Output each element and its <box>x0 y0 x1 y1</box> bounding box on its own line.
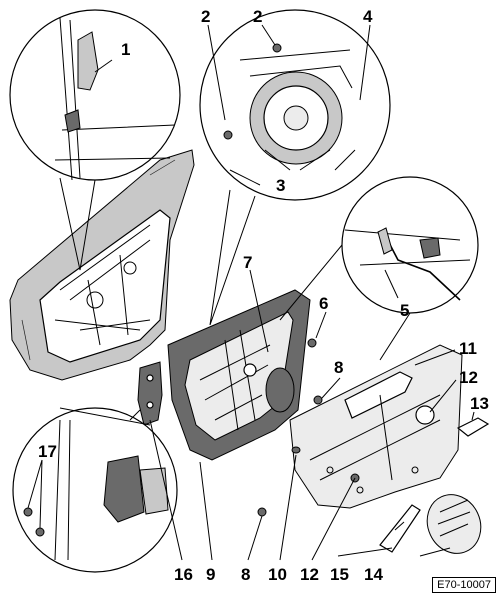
detail-circle-speaker <box>199 9 391 201</box>
callout-8a: 8 <box>334 358 343 377</box>
handle-cap <box>456 417 490 437</box>
callout-9: 9 <box>206 565 215 584</box>
callout-11: 11 <box>459 339 477 358</box>
callout-3: 3 <box>276 176 285 195</box>
callout-5: 5 <box>400 301 409 320</box>
callout-6: 6 <box>319 294 328 313</box>
callout-4: 4 <box>363 7 373 26</box>
callout-14: 14 <box>364 565 383 584</box>
callout-16: 16 <box>174 565 193 584</box>
callout-2a: 2 <box>201 7 210 26</box>
callout-labels: 1 2 2 4 3 7 6 5 8 11 12 13 17 16 9 8 10 … <box>38 7 489 584</box>
callout-1: 1 <box>121 40 130 59</box>
callout-12a: 12 <box>459 368 478 387</box>
door-trim-panel <box>289 344 463 509</box>
callout-leaders <box>27 24 475 561</box>
detail-leaders <box>59 177 411 426</box>
callout-8b: 8 <box>241 565 250 584</box>
callout-15: 15 <box>330 565 349 584</box>
grip-strip <box>379 504 421 553</box>
callout-10: 10 <box>268 565 287 584</box>
callout-7: 7 <box>243 253 252 272</box>
detail-circle-lock <box>12 407 178 573</box>
screws <box>257 338 360 517</box>
reference-code: E70-10007 <box>437 579 491 591</box>
reference-code-box: E70-10007 <box>432 577 496 593</box>
door-module-carrier <box>167 289 311 461</box>
callout-12b: 12 <box>300 565 319 584</box>
detail-circle-seal <box>9 9 181 181</box>
speaker-cover <box>426 494 482 554</box>
callout-17: 17 <box>38 442 57 461</box>
door-shell <box>9 149 195 381</box>
detail-circle-cable <box>341 176 479 314</box>
callout-2b: 2 <box>253 7 262 26</box>
door-lock-unit <box>137 361 163 426</box>
callout-13: 13 <box>470 394 489 413</box>
